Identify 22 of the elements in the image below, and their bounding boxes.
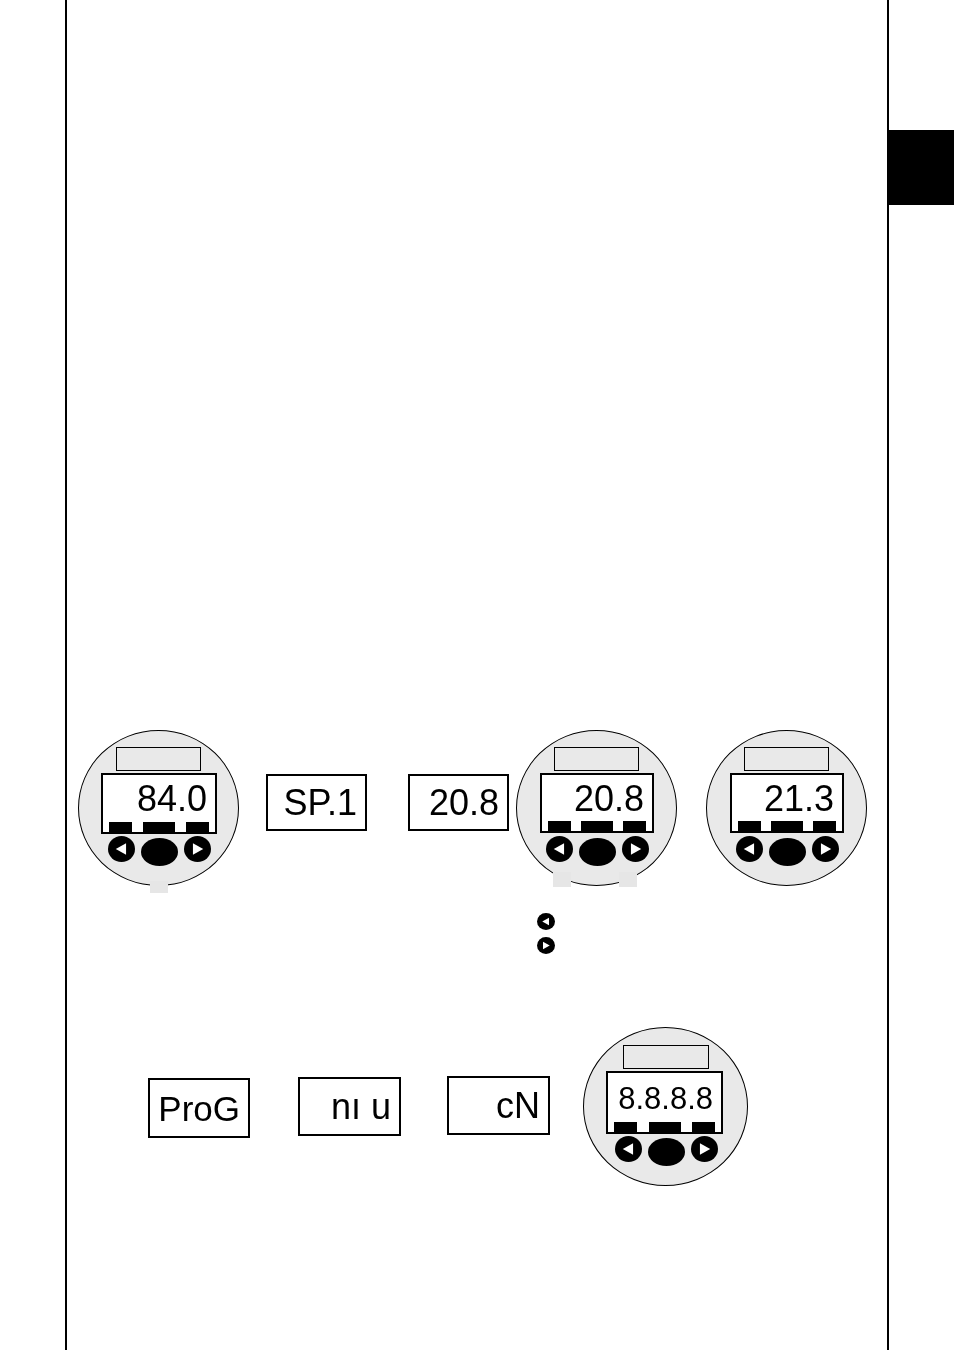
- display-reading: nı u: [330, 1088, 391, 1125]
- display-reading: 21.3: [763, 780, 834, 817]
- label-plate: [554, 747, 639, 771]
- display-reading: 84.0: [136, 781, 207, 817]
- lcd-display: [408, 774, 509, 831]
- display-reading: ProG: [158, 1090, 240, 1126]
- label-plate: [116, 747, 201, 771]
- display-reading: 8.8.8.8: [618, 1082, 713, 1114]
- display-reading: SP.1: [283, 784, 357, 821]
- lcd-display: [101, 773, 217, 834]
- display-reading: 20.8: [428, 784, 499, 821]
- lcd-display: [606, 1071, 723, 1134]
- label-plate: [744, 747, 829, 771]
- lcd-display: [148, 1078, 250, 1138]
- lcd-display: [730, 773, 844, 833]
- lcd-display: [447, 1076, 550, 1135]
- display-reading: 20.8: [573, 780, 644, 817]
- lcd-display: [540, 773, 654, 833]
- lcd-display: [298, 1077, 401, 1136]
- label-plate: [623, 1045, 709, 1069]
- display-reading: cN: [496, 1087, 540, 1124]
- lcd-display: [266, 774, 367, 831]
